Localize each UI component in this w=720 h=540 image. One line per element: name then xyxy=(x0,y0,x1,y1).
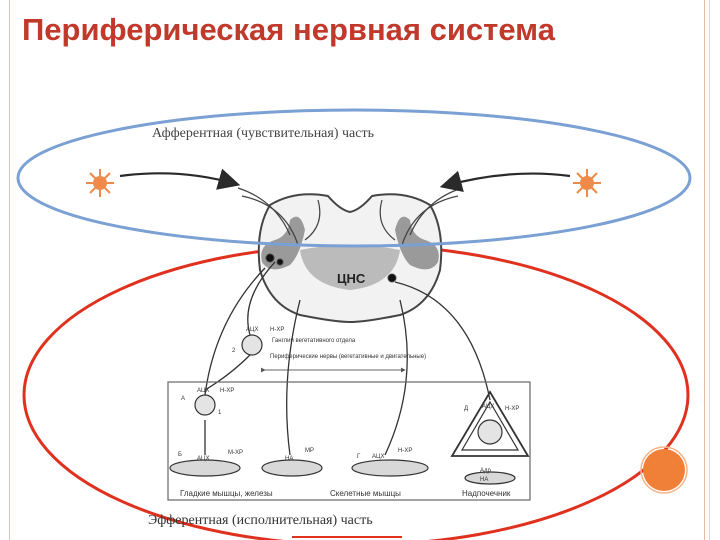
effectors-frame xyxy=(167,381,531,501)
effector-adrenal xyxy=(464,471,516,485)
label-letter-a: А xyxy=(181,396,185,402)
label-nhr-1: Н-ХР xyxy=(270,327,284,333)
label-mhr-b: М-ХР xyxy=(228,450,243,456)
label-ha: НА xyxy=(285,456,293,462)
cns-label: ЦНС xyxy=(337,271,366,286)
afferent-arrow-right xyxy=(439,170,571,192)
label-nhr-d: Н-ХР xyxy=(505,406,519,412)
label-letter-d: Д xyxy=(464,406,468,412)
efferent-pathways xyxy=(204,261,491,456)
adrenal-triangle xyxy=(450,390,530,457)
label-ach-1: АЦХ xyxy=(246,327,258,333)
receptor-right-icon xyxy=(573,169,601,197)
afferent-ellipse xyxy=(16,108,692,248)
label-letter-g: Г xyxy=(357,454,361,460)
spinal-cord xyxy=(237,187,463,324)
label-ha-d: НА xyxy=(480,477,488,483)
effector-skeletal xyxy=(351,459,429,477)
label-note-2: Периферические нервы (вегетативные и дви… xyxy=(270,354,426,360)
effector-smooth-2 xyxy=(261,459,323,477)
label-ach-b: АЦХ xyxy=(197,456,209,462)
afferent-arrow-left xyxy=(119,168,241,190)
label-nhr-g: Н-ХР xyxy=(398,448,412,454)
label-adr: Адр xyxy=(480,468,492,474)
efferent-label: Эфферентная (исполнительная) часть xyxy=(148,513,373,528)
caption-skeletal: Скелетные мышцы xyxy=(330,489,401,498)
ganglion-a xyxy=(194,394,216,416)
label-ach-a: АЦХ xyxy=(197,388,209,394)
label-num-1: 1 xyxy=(218,410,222,416)
label-letter-b: Б xyxy=(178,452,182,458)
slide-frame-right xyxy=(704,0,705,540)
afferent-label: Афферентная (чувствительная) часть xyxy=(152,126,374,141)
receptor-left-icon xyxy=(86,169,114,197)
label-num-2: 2 xyxy=(232,348,236,354)
slide-frame-right-inner xyxy=(709,0,710,540)
slide-frame-left xyxy=(9,0,10,540)
caption-smooth: Гладкие мышцы, железы xyxy=(180,489,273,498)
label-ach-g: АЦХ xyxy=(372,454,384,460)
decorative-orange-circle xyxy=(643,449,685,491)
ganglion-d xyxy=(477,419,503,445)
effector-smooth-1 xyxy=(169,459,241,477)
caption-adrenal: Надпочечник xyxy=(462,489,511,498)
slide-title: Периферическая нервная система xyxy=(22,12,555,47)
label-mr: МР xyxy=(305,448,314,454)
label-note-1: Ганглии вегетативного отдела xyxy=(272,338,356,344)
ganglion-top xyxy=(241,334,263,356)
label-ach-d: АЦХ xyxy=(482,404,494,410)
label-nhr-a: Н-ХР xyxy=(220,388,234,394)
